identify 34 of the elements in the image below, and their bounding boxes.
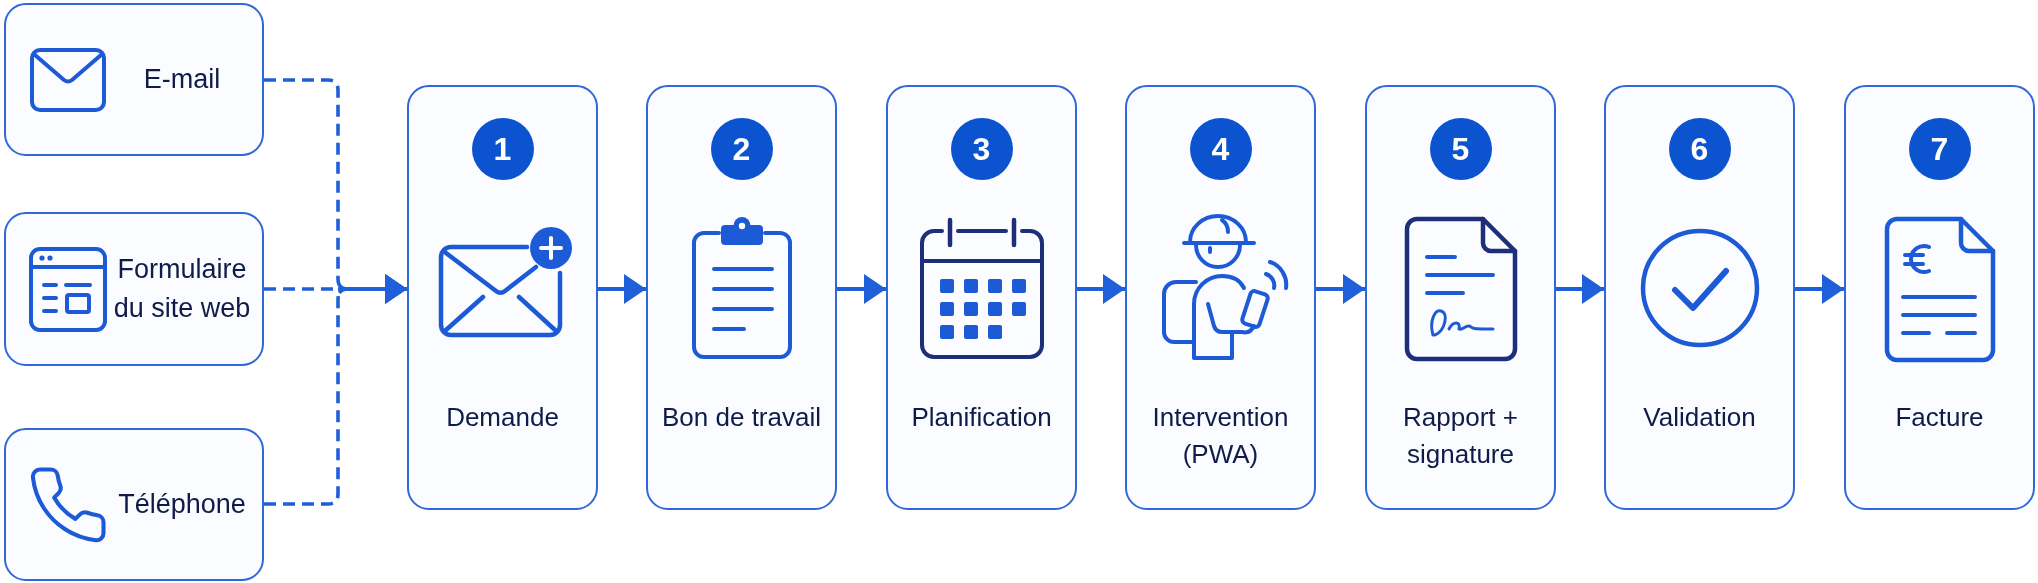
channel-label: Formulaire du site web xyxy=(112,253,252,325)
step-card xyxy=(886,85,1077,510)
step-label: Facture xyxy=(1895,401,1984,434)
step-number-badge: 5 xyxy=(1429,118,1492,180)
step-number-badge: 7 xyxy=(1908,118,1971,180)
arrow xyxy=(598,274,646,304)
arrow xyxy=(1316,274,1365,304)
step-number-badge: 4 xyxy=(1189,118,1252,180)
step-number-badge: 6 xyxy=(1668,118,1731,180)
step-label: Intervention (PWA) xyxy=(1151,401,1290,471)
step-label: Validation xyxy=(1643,401,1756,434)
step-card xyxy=(407,85,598,510)
channel-card xyxy=(4,212,264,366)
arrow xyxy=(1795,274,1844,304)
arrow xyxy=(1556,274,1604,304)
step-card xyxy=(646,85,837,510)
step-label: Rapport + signature xyxy=(1402,401,1519,471)
step-label: Planification xyxy=(911,401,1052,434)
step-label: Bon de travail xyxy=(662,401,821,434)
channel-card xyxy=(4,428,264,581)
step-card xyxy=(1604,85,1795,510)
dashed-arrow xyxy=(264,274,407,506)
step-card xyxy=(1125,85,1316,510)
channel-label: E-mail xyxy=(143,63,221,96)
step-card xyxy=(1365,85,1556,510)
step-number-badge: 1 xyxy=(471,118,534,180)
channel-card xyxy=(4,3,264,156)
step-number-badge: 2 xyxy=(710,118,773,180)
arrow xyxy=(837,274,886,304)
channel-label: Téléphone xyxy=(118,488,246,521)
step-label: Demande xyxy=(446,401,559,434)
arrow xyxy=(1077,274,1125,304)
step-card xyxy=(1844,85,2035,510)
step-number-badge: 3 xyxy=(950,118,1013,180)
